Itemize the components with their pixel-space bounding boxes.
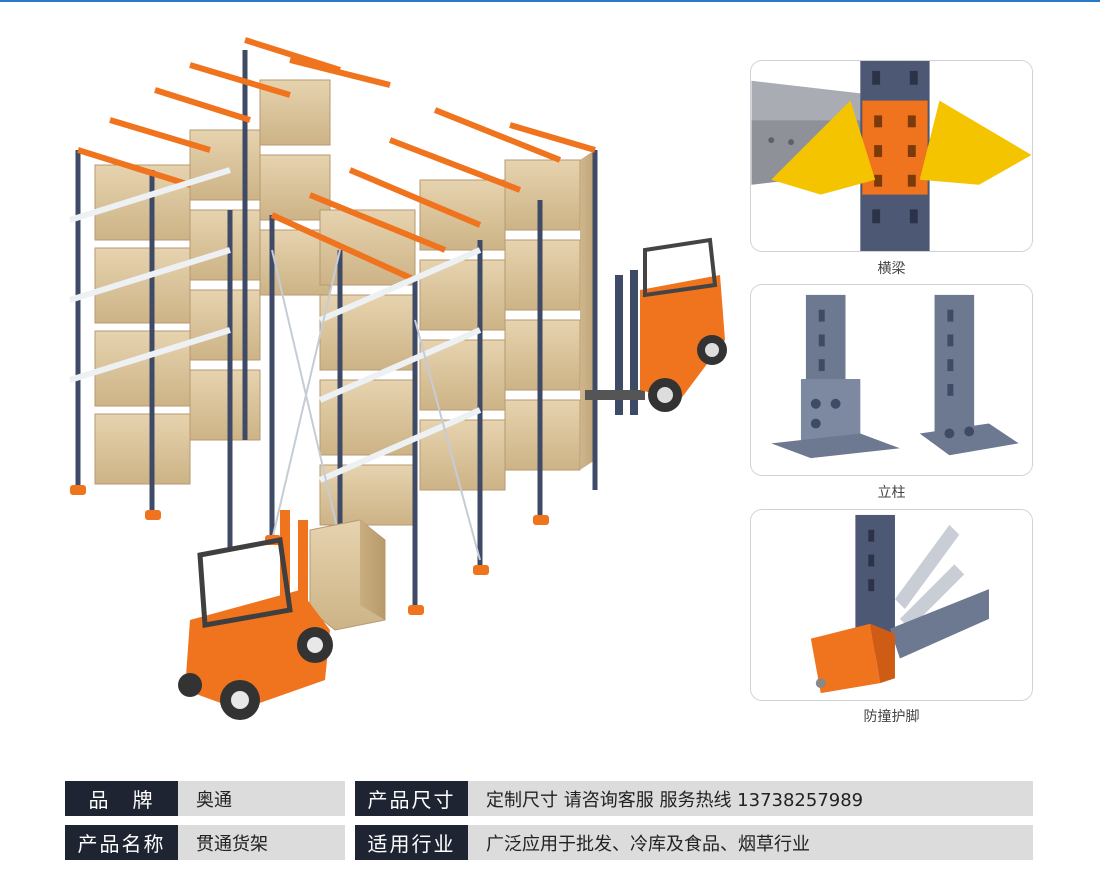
forklift-front bbox=[178, 510, 386, 720]
guard-detail-card bbox=[750, 509, 1033, 701]
brand-label: 品 牌 bbox=[65, 781, 178, 816]
spec-row-size: 产品尺寸 定制尺寸 请咨询客服 服务热线 13738257989 bbox=[355, 781, 1033, 816]
size-label: 产品尺寸 bbox=[355, 781, 468, 816]
size-value: 定制尺寸 请咨询客服 服务热线 13738257989 bbox=[468, 781, 1033, 816]
industry-value: 广泛应用于批发、冷库及食品、烟草行业 bbox=[468, 825, 1033, 860]
name-label: 产品名称 bbox=[65, 825, 178, 860]
rack-block-left bbox=[69, 37, 391, 550]
upright-column-image bbox=[751, 285, 1032, 475]
spec-row-brand: 品 牌 奥通 bbox=[65, 781, 345, 816]
upright-caption: 立柱 bbox=[877, 485, 906, 501]
name-value: 贯通货架 bbox=[178, 825, 345, 860]
spec-row-name: 产品名称 贯通货架 bbox=[65, 825, 345, 860]
column-guard-image bbox=[751, 510, 1032, 700]
brand-value: 奥通 bbox=[178, 781, 345, 816]
guard-caption: 防撞护脚 bbox=[863, 709, 920, 725]
upright-detail-card bbox=[750, 284, 1033, 476]
beam-connector-image bbox=[751, 61, 1032, 251]
spec-row-industry: 适用行业 广泛应用于批发、冷库及食品、烟草行业 bbox=[355, 825, 1033, 860]
upright-with-plate-left bbox=[771, 294, 900, 459]
beam-detail-card bbox=[750, 60, 1033, 252]
beam-caption: 横梁 bbox=[877, 261, 906, 277]
forklift-right bbox=[585, 237, 727, 415]
upright-with-plate-right bbox=[919, 294, 1019, 456]
drive-in-rack-illustration bbox=[40, 20, 740, 740]
industry-label: 适用行业 bbox=[355, 825, 468, 860]
top-accent-line bbox=[0, 0, 1100, 2]
